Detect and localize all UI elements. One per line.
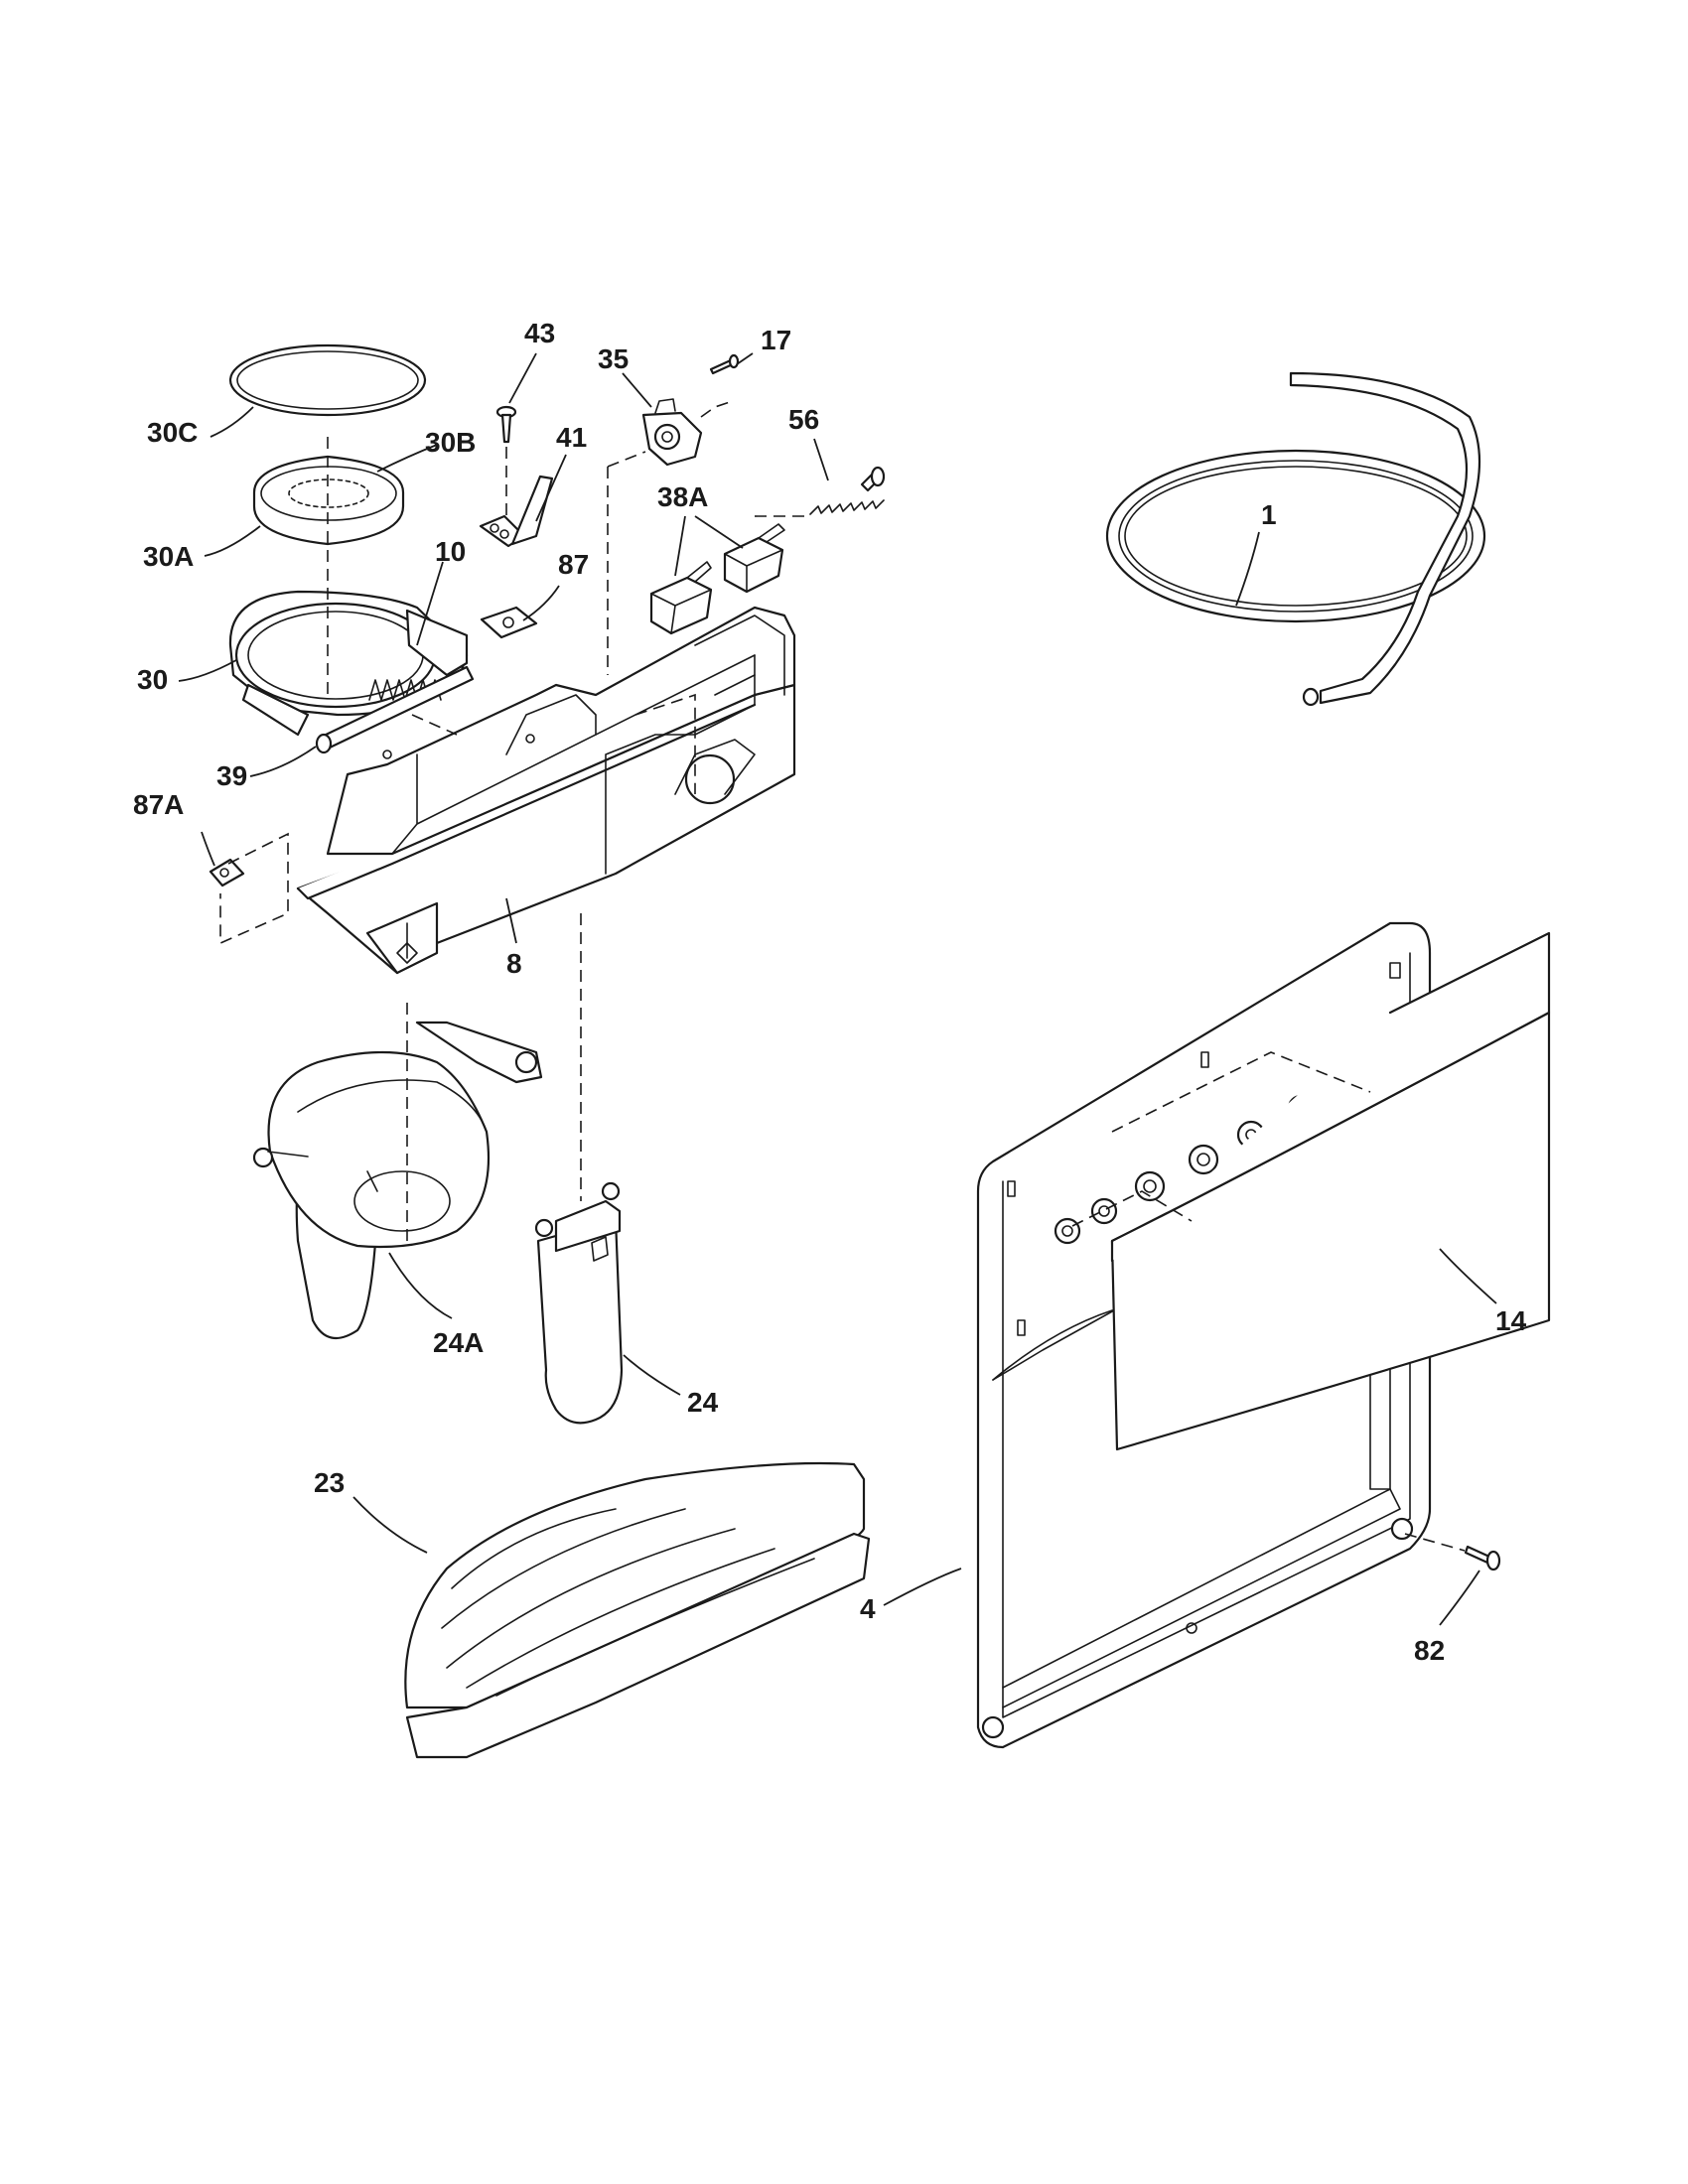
part-30-ring-frame[interactable]	[228, 590, 469, 737]
part-23-drip-tray[interactable]	[404, 1461, 871, 1759]
part-87a-plate[interactable]	[209, 858, 245, 887]
part-14-overlay-panel[interactable]	[992, 931, 1551, 1451]
part-38a-switch-right[interactable]	[723, 523, 785, 594]
part-82-screw[interactable]	[1464, 1545, 1501, 1571]
part-8-housing[interactable]	[296, 606, 796, 975]
label-14: 14	[1495, 1305, 1527, 1336]
label-43: 43	[524, 318, 555, 348]
part-38a-switch-left[interactable]	[649, 561, 713, 635]
label-24a: 24A	[433, 1327, 484, 1358]
part-30a-cover-disc[interactable]	[252, 455, 405, 546]
callout-labels: 30C 30B 30A 10 30 39 87A 43 41 87 35 17 …	[133, 318, 1527, 1666]
label-8: 8	[506, 948, 522, 979]
part-43-screw[interactable]	[495, 405, 517, 444]
label-23: 23	[314, 1467, 345, 1498]
label-39: 39	[216, 760, 247, 791]
leader-lines	[178, 352, 1497, 1626]
label-4: 4	[860, 1593, 876, 1624]
label-87a: 87A	[133, 789, 184, 820]
label-30a: 30A	[143, 541, 194, 572]
part-39-shaft[interactable]	[315, 665, 475, 754]
assembly-lines	[219, 400, 1466, 1552]
part-87-plate[interactable]	[480, 606, 538, 639]
label-17: 17	[761, 325, 791, 355]
label-82: 82	[1414, 1635, 1445, 1666]
label-30: 30	[137, 664, 168, 695]
label-38a: 38A	[657, 481, 708, 512]
part-24a-ice-chute[interactable]	[252, 1021, 543, 1340]
label-1: 1	[1261, 499, 1277, 530]
label-41: 41	[556, 422, 587, 453]
label-87: 87	[558, 549, 589, 580]
label-24: 24	[687, 1387, 719, 1418]
part-1-water-tubing[interactable]	[1105, 371, 1486, 707]
part-35-solenoid[interactable]	[641, 398, 703, 467]
label-35: 35	[598, 343, 629, 374]
label-30c: 30C	[147, 417, 198, 448]
part-30c-gasket-ring[interactable]	[228, 343, 427, 417]
label-10: 10	[435, 536, 466, 567]
part-41-bracket[interactable]	[479, 475, 554, 548]
label-56: 56	[788, 404, 819, 435]
part-17-screw[interactable]	[709, 353, 740, 375]
part-24-paddle[interactable]	[534, 1181, 624, 1425]
label-30b: 30B	[425, 427, 476, 458]
part-56-screw[interactable]	[809, 466, 886, 515]
